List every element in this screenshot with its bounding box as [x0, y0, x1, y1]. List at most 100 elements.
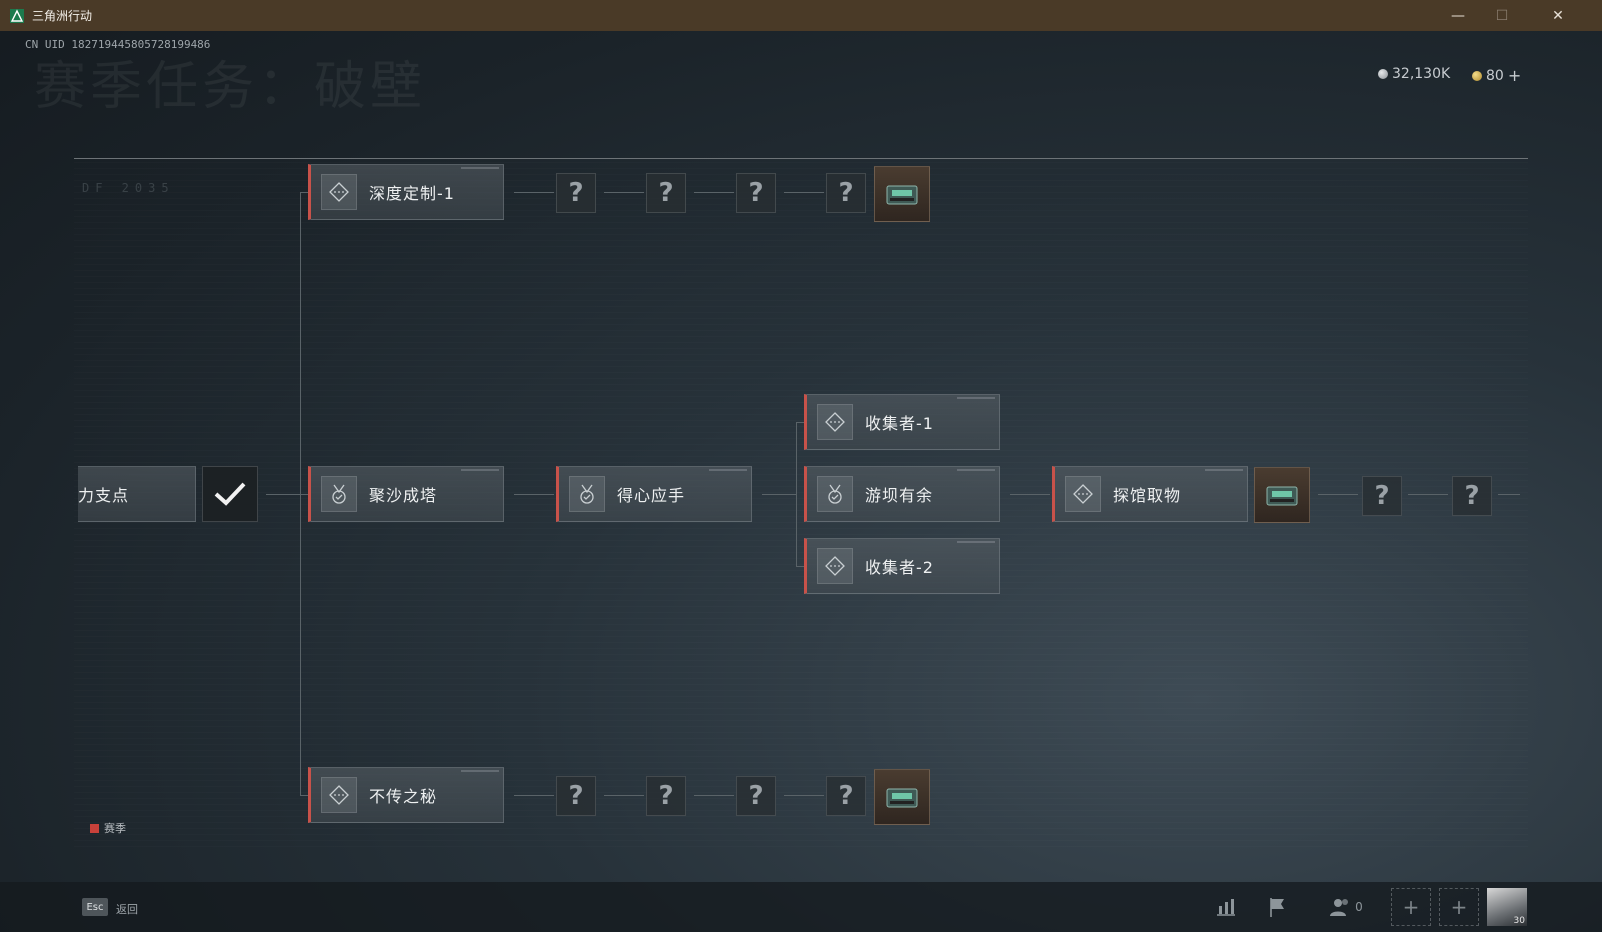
app-logo-icon — [10, 8, 24, 23]
friends-button[interactable]: 0 — [1326, 894, 1366, 920]
medal-icon — [828, 484, 842, 504]
task-card-spare[interactable]: 游坝有余 — [804, 466, 1000, 522]
task-type-icon — [817, 476, 853, 512]
silver-coin-icon — [1378, 69, 1388, 79]
task-label: 收集者-1 — [865, 414, 934, 433]
connector — [1498, 494, 1520, 495]
locked-task[interactable]: ? — [826, 776, 866, 816]
task-complete-indicator — [202, 466, 258, 522]
friends-count: 0 — [1355, 900, 1363, 914]
task-card-completed[interactable]: 力支点 — [78, 466, 196, 522]
task-label: 不传之秘 — [369, 787, 438, 806]
diamond-target-icon — [329, 785, 349, 805]
reward-item[interactable] — [1254, 467, 1310, 523]
add-squad-slot[interactable]: + — [1391, 888, 1431, 926]
medal-icon — [580, 484, 594, 504]
locked-task[interactable]: ? — [556, 776, 596, 816]
card-decoration — [461, 770, 499, 772]
flag-icon — [1270, 898, 1284, 917]
diamond-target-icon — [825, 412, 845, 432]
maximize-button[interactable]: ☐ — [1495, 7, 1509, 24]
task-label: 游坝有余 — [865, 486, 934, 505]
task-label: 探馆取物 — [1113, 486, 1182, 505]
connector — [604, 192, 644, 193]
connector — [514, 192, 554, 193]
connector — [784, 192, 824, 193]
task-type-icon — [321, 476, 357, 512]
task-card-secret[interactable]: 不传之秘 — [308, 767, 504, 823]
equipment-case-icon — [886, 788, 918, 808]
main-branch-line — [300, 192, 301, 795]
connector — [694, 192, 734, 193]
locked-task[interactable]: ? — [646, 173, 686, 213]
locked-task[interactable]: ? — [736, 776, 776, 816]
connector — [694, 795, 734, 796]
task-type-icon — [569, 476, 605, 512]
card-decoration — [957, 397, 995, 399]
mission-flag-button[interactable] — [1265, 894, 1291, 920]
reward-item[interactable] — [874, 769, 930, 825]
connector — [514, 795, 554, 796]
connector — [796, 566, 804, 567]
card-decoration — [709, 469, 747, 471]
task-label: 力支点 — [78, 486, 130, 505]
close-button[interactable]: ✕ — [1552, 7, 1564, 24]
back-label[interactable]: 返回 — [116, 903, 138, 916]
connector — [1318, 494, 1358, 495]
silver-amount: 32,130K — [1392, 66, 1451, 82]
locked-task[interactable]: ? — [1452, 476, 1492, 516]
task-label: 聚沙成塔 — [369, 486, 438, 505]
task-type-icon — [321, 174, 357, 210]
task-card-explore[interactable]: 探馆取物 — [1052, 466, 1248, 522]
title-bar: 三角洲行动 — [0, 0, 1602, 31]
player-avatar[interactable]: 30 — [1487, 888, 1527, 926]
gold-coin-icon — [1472, 70, 1482, 81]
task-label: 深度定制-1 — [369, 184, 455, 203]
diamond-target-icon — [329, 182, 349, 202]
locked-task[interactable]: ? — [826, 173, 866, 213]
gold-amount: 80 — [1486, 67, 1504, 84]
equipment-case-icon — [1266, 486, 1298, 506]
task-card-collector-2[interactable]: 收集者-2 — [804, 538, 1000, 594]
task-card-proficient[interactable]: 得心应手 — [556, 466, 752, 522]
task-type-icon — [817, 548, 853, 584]
diamond-target-icon — [1073, 484, 1093, 504]
connector — [1408, 494, 1448, 495]
collector-branch-line — [796, 422, 797, 566]
checkmark-icon — [214, 482, 246, 506]
connector — [300, 795, 308, 796]
medal-icon — [332, 484, 346, 504]
equipment-case-icon — [886, 185, 918, 205]
gold-currency[interactable]: 80 + — [1472, 66, 1521, 85]
connector — [796, 422, 804, 423]
add-squad-slot[interactable]: + — [1439, 888, 1479, 926]
add-gold-button[interactable]: + — [1507, 66, 1522, 85]
decorative-code: DF 2035 — [82, 181, 175, 195]
connector — [514, 494, 554, 495]
locked-task[interactable]: ? — [556, 173, 596, 213]
task-card-collector-1[interactable]: 收集者-1 — [804, 394, 1000, 450]
connector — [1010, 494, 1050, 495]
reward-item[interactable] — [874, 166, 930, 222]
locked-task[interactable]: ? — [1362, 476, 1402, 516]
esc-key-hint[interactable]: Esc — [82, 898, 108, 916]
bar-chart-icon — [1217, 899, 1235, 916]
card-decoration — [461, 167, 499, 169]
connector — [300, 192, 308, 193]
minimize-button[interactable]: — — [1451, 7, 1465, 24]
bottom-bar — [0, 882, 1602, 932]
diamond-target-icon — [825, 556, 845, 576]
stats-button[interactable] — [1213, 894, 1239, 920]
task-card-sand-tower[interactable]: 聚沙成塔 — [308, 466, 504, 522]
connector — [762, 494, 796, 495]
locked-task[interactable]: ? — [736, 173, 776, 213]
task-label: 得心应手 — [617, 486, 686, 505]
task-type-icon — [321, 777, 357, 813]
window-title: 三角洲行动 — [32, 9, 93, 23]
task-card-deep-custom-1[interactable]: 深度定制-1 — [308, 164, 504, 220]
silver-currency: 32,130K — [1378, 66, 1450, 82]
task-type-icon — [1065, 476, 1101, 512]
locked-task[interactable]: ? — [646, 776, 686, 816]
card-decoration — [957, 469, 995, 471]
friends-icon — [1330, 899, 1349, 916]
